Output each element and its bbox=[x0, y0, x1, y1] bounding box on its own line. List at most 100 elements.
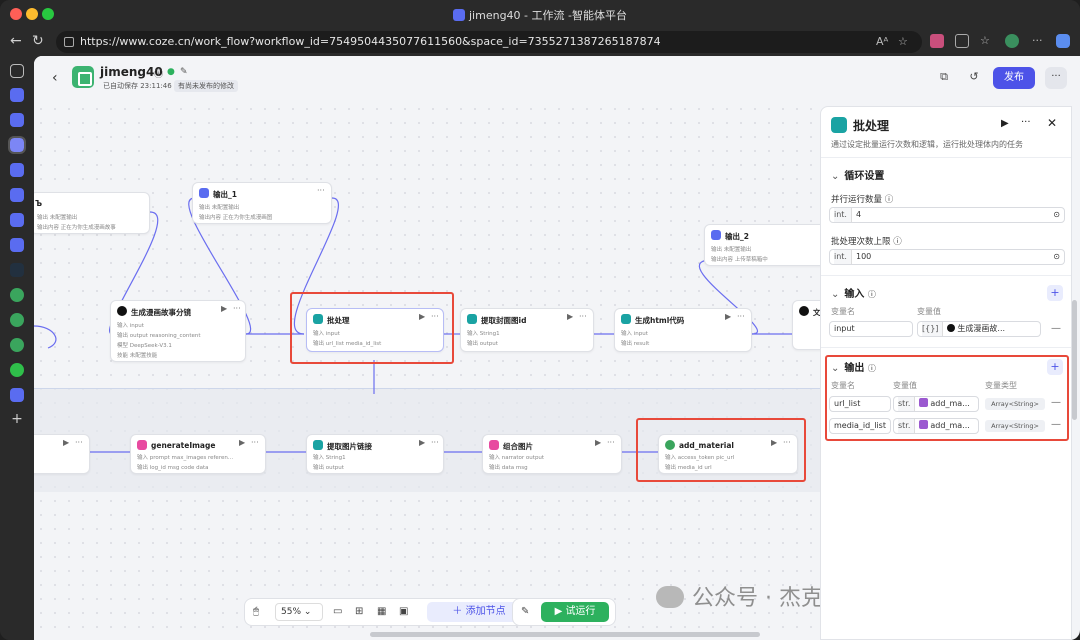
node-more-icon[interactable]: ··· bbox=[251, 438, 259, 447]
node-partial-bottom-left[interactable]: ▶ ··· bbox=[34, 434, 90, 474]
run-node-icon[interactable]: ▶ bbox=[567, 312, 574, 321]
vertical-scrollbar[interactable] bbox=[1072, 300, 1077, 420]
copilot-icon[interactable] bbox=[1056, 34, 1070, 48]
url-field[interactable]: https://www.coze.cn/work_flow?workflow_i… bbox=[56, 31, 922, 53]
input-section[interactable]: ⌄输入 ⓘ bbox=[831, 289, 876, 300]
copy-icon[interactable]: ⧉ bbox=[940, 70, 948, 83]
remove-output-icon[interactable]: — bbox=[1051, 397, 1061, 408]
node-more-icon[interactable]: ··· bbox=[783, 438, 791, 447]
run-node-icon[interactable]: ▶ bbox=[419, 438, 426, 447]
tab-wechat-icon[interactable] bbox=[10, 363, 24, 377]
image-icon[interactable]: ▣ bbox=[399, 606, 409, 617]
info-icon[interactable]: ⓘ bbox=[867, 290, 876, 299]
comment-icon[interactable]: ▭ bbox=[333, 606, 343, 617]
node-more-icon[interactable]: ··· bbox=[607, 438, 615, 447]
node-more-icon[interactable]: ··· bbox=[317, 186, 325, 195]
run-node-icon[interactable]: ▶ bbox=[771, 438, 778, 447]
node-generate-html[interactable]: 生成html代码 ▶ ··· 输入 input 输出 result bbox=[614, 308, 752, 352]
node-generate-storyboard[interactable]: 生成漫画故事分镜 ▶ ··· 输入 input 输出 output reason… bbox=[110, 300, 246, 362]
back-arrow-icon[interactable]: ← bbox=[10, 33, 22, 49]
node-extract-cover-id[interactable]: 提取封面图id ▶ ··· 输入 String1 输出 output bbox=[460, 308, 594, 352]
add-output-button[interactable]: + bbox=[1047, 359, 1063, 375]
remove-input-icon[interactable]: — bbox=[1051, 323, 1061, 334]
tab-arrow-icon[interactable] bbox=[10, 263, 24, 277]
input-value-field[interactable]: [{}]生成漫画故... bbox=[917, 321, 1041, 337]
tab-recycle-icon[interactable] bbox=[10, 338, 24, 352]
menu-dots-icon[interactable]: ··· bbox=[1032, 34, 1043, 47]
node-more-icon[interactable]: ··· bbox=[737, 312, 745, 321]
layout-icon[interactable]: ⊞ bbox=[355, 606, 364, 617]
parallel-count-input[interactable]: int.4⊙ bbox=[829, 207, 1065, 223]
debug-icon[interactable]: ✎ bbox=[521, 606, 530, 617]
node-more-icon[interactable]: ··· bbox=[579, 312, 587, 321]
stepper-icon[interactable]: ⊙ bbox=[1053, 252, 1060, 261]
info-icon[interactable]: ⓘ bbox=[884, 195, 894, 205]
node-partial-left[interactable]: Ъ 输出 未配置输出 输出内容 正在为你生成漫画故事 bbox=[34, 192, 150, 234]
run-node-icon[interactable]: ▶ bbox=[595, 438, 602, 447]
node-output-2[interactable]: 输出_2 输出 未配置输出 输出内容 上传草稿箱中 bbox=[704, 224, 834, 266]
tab-coze-icon[interactable] bbox=[10, 88, 24, 102]
info-icon[interactable]: ⓘ bbox=[893, 237, 902, 247]
tab-coze-icon[interactable] bbox=[10, 188, 24, 202]
new-tab-plus-icon[interactable]: + bbox=[11, 411, 23, 427]
tab-actions-icon[interactable] bbox=[10, 64, 24, 78]
tab-coze-icon[interactable] bbox=[10, 163, 24, 177]
run-node-icon[interactable]: ▶ bbox=[725, 312, 732, 321]
node-batch[interactable]: 批处理 ▶ ··· 输入 input 输出 url_list media_id_… bbox=[306, 308, 444, 352]
tab-coze-icon[interactable] bbox=[10, 388, 24, 402]
history-icon[interactable]: ↺ bbox=[969, 70, 979, 83]
workflow-canvas[interactable]: Ъ 输出 未配置输出 输出内容 正在为你生成漫画故事 输出_1 ··· 输出 未… bbox=[34, 102, 852, 640]
output-value-field[interactable]: str.add_ma... bbox=[893, 396, 979, 412]
node-more-icon[interactable]: ··· bbox=[233, 304, 241, 313]
node-combine-image[interactable]: 组合图片 ▶ ··· 输入 narrator output 输出 data ms… bbox=[482, 434, 622, 474]
output-section[interactable]: ⌄输出 ⓘ bbox=[831, 363, 876, 374]
panel-more-icon[interactable]: ··· bbox=[1021, 117, 1031, 128]
batch-limit-input[interactable]: int.100⊙ bbox=[829, 249, 1065, 265]
node-add-material[interactable]: add_material ▶ ··· 输入 access_token pic_u… bbox=[658, 434, 798, 474]
profile-avatar[interactable] bbox=[1005, 34, 1019, 48]
close-icon[interactable]: ✕ bbox=[1047, 116, 1058, 130]
run-node-icon[interactable]: ▶ bbox=[239, 438, 246, 447]
reload-icon[interactable]: ↻ bbox=[32, 33, 44, 49]
favorite-star-icon[interactable]: ☆ bbox=[898, 35, 908, 48]
node-more-icon[interactable]: ··· bbox=[75, 438, 83, 447]
tab-coze-icon[interactable] bbox=[10, 113, 24, 127]
tab-recycle-icon[interactable] bbox=[10, 313, 24, 327]
tab-coze-icon[interactable] bbox=[10, 238, 24, 252]
output-name-field[interactable]: url_list bbox=[829, 396, 891, 412]
input-name-field[interactable]: input bbox=[829, 321, 913, 337]
maximize-window-button[interactable] bbox=[42, 8, 54, 20]
node-output-1[interactable]: 输出_1 ··· 输出 未配置输出 输出内容 正在为你生成漫画图 bbox=[192, 182, 332, 224]
close-window-button[interactable] bbox=[10, 8, 22, 20]
info-icon[interactable]: ⓘ bbox=[154, 70, 164, 80]
read-aloud-icon[interactable]: Aᴬ bbox=[876, 35, 889, 48]
publish-button[interactable]: 发布 bbox=[993, 67, 1035, 89]
tab-coze-active-icon[interactable] bbox=[8, 136, 26, 154]
loop-settings-section[interactable]: ⌄循环设置 bbox=[831, 171, 885, 182]
stepper-icon[interactable]: ⊙ bbox=[1053, 210, 1060, 219]
node-more-icon[interactable]: ··· bbox=[431, 312, 439, 321]
mouse-mode-icon[interactable]: 🖱 bbox=[253, 606, 259, 617]
run-node-icon[interactable]: ▶ bbox=[1001, 118, 1009, 129]
minimap-icon[interactable]: ▦ bbox=[377, 606, 387, 617]
favorites-icon[interactable]: ☆ bbox=[980, 34, 990, 47]
tab-coze-icon[interactable] bbox=[10, 213, 24, 227]
info-icon[interactable]: ⓘ bbox=[867, 364, 876, 373]
run-node-icon[interactable]: ▶ bbox=[63, 438, 70, 447]
test-run-button[interactable]: ▶ 试运行 bbox=[541, 602, 609, 622]
output-value-field[interactable]: str.add_ma... bbox=[893, 418, 979, 434]
tab-recycle-icon[interactable] bbox=[10, 288, 24, 302]
run-node-icon[interactable]: ▶ bbox=[221, 304, 228, 313]
node-extract-image-link[interactable]: 提取图片链接 ▶ ··· 输入 String1 输出 output bbox=[306, 434, 444, 474]
run-node-icon[interactable]: ▶ bbox=[419, 312, 426, 321]
more-options-button[interactable]: ··· bbox=[1045, 67, 1067, 89]
node-generate-image[interactable]: generateImage ▶ ··· 输入 prompt max_images… bbox=[130, 434, 266, 474]
add-node-button[interactable]: ＋ 添加节点 bbox=[427, 602, 531, 622]
horizontal-scrollbar[interactable] bbox=[370, 632, 760, 637]
extension-icon[interactable] bbox=[930, 34, 944, 48]
extensions-puzzle-icon[interactable] bbox=[955, 34, 969, 48]
back-chevron-icon[interactable]: ‹ bbox=[52, 70, 58, 86]
minimize-window-button[interactable] bbox=[26, 8, 38, 20]
node-more-icon[interactable]: ··· bbox=[431, 438, 439, 447]
zoom-select[interactable]: 55% ⌄ bbox=[275, 603, 323, 621]
